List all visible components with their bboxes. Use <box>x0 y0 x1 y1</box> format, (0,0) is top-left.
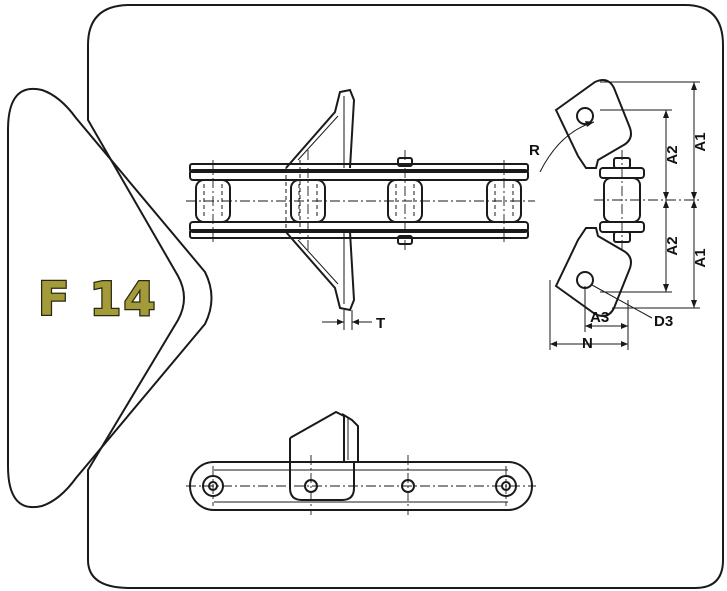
dimension-d3: D3 <box>654 313 673 330</box>
dimension-a1-top: A1 <box>692 132 709 151</box>
dimension-a2-top: A2 <box>664 145 681 164</box>
dimension-r: R <box>529 142 540 159</box>
dimension-a2-bottom: A2 <box>664 236 681 255</box>
dimension-t: T <box>376 315 385 332</box>
badge-panel <box>7 87 213 509</box>
dimension-a1-bottom: A1 <box>692 248 709 267</box>
chain-top-view: T <box>186 88 535 332</box>
series-badge: F 14 <box>38 272 157 326</box>
chain-side-view <box>186 410 536 515</box>
outer-frame <box>87 4 724 589</box>
dimension-a3: A3 <box>590 309 609 326</box>
chain-end-view: A1 A2 A2 A1 R A3 D3 N <box>529 79 709 352</box>
dimension-n: N <box>582 335 593 352</box>
